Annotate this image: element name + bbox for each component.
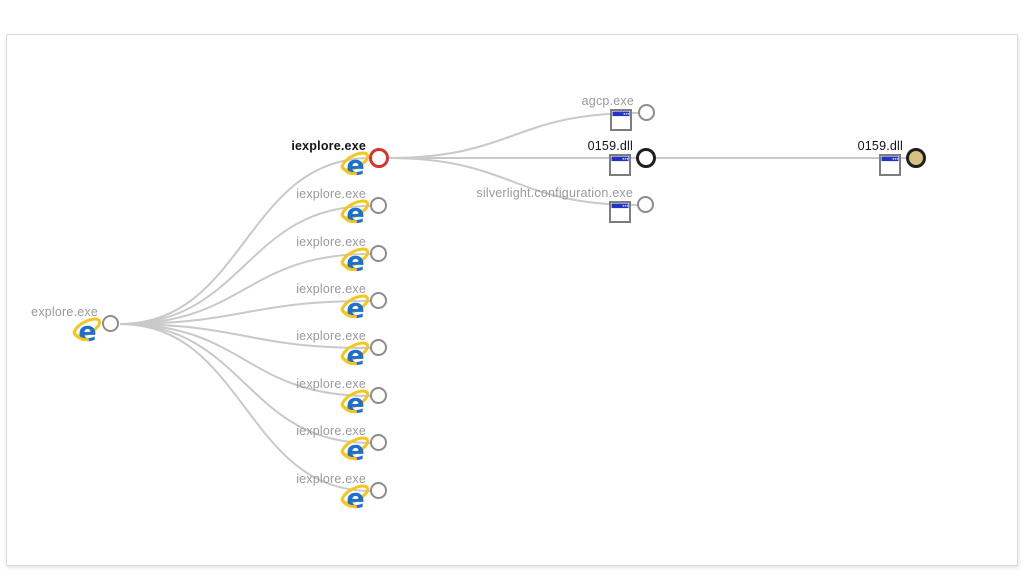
application-window-icon xyxy=(609,154,631,181)
process-node-child-1[interactable] xyxy=(369,148,389,168)
process-label-child-1: iexplore.exe xyxy=(291,139,366,153)
svg-text:e: e xyxy=(346,247,364,277)
process-node-silverlight[interactable] xyxy=(636,195,655,214)
application-window-icon xyxy=(609,201,631,228)
process-node-child-8[interactable] xyxy=(369,481,388,500)
process-label-child-6: iexplore.exe xyxy=(296,377,366,391)
process-node-child-3[interactable] xyxy=(369,244,388,263)
svg-text:e: e xyxy=(346,389,364,419)
application-window-icon xyxy=(879,154,901,181)
process-label-child-8: iexplore.exe xyxy=(296,472,366,486)
process-label-agcp: agcp.exe xyxy=(581,94,634,108)
svg-text:e: e xyxy=(346,341,364,371)
process-label-child-3: iexplore.exe xyxy=(296,235,366,249)
process-label-child-2: iexplore.exe xyxy=(296,187,366,201)
process-node-agcp[interactable] xyxy=(637,103,656,122)
svg-text:e: e xyxy=(346,436,364,466)
process-label-root: explore.exe xyxy=(31,305,98,319)
process-label-silverlight: silverlight.configuration.exe xyxy=(476,186,633,200)
svg-text:e: e xyxy=(346,294,364,324)
process-label-dll-1: 0159.dll xyxy=(587,139,633,153)
process-node-child-7[interactable] xyxy=(369,433,388,452)
process-label-dll-2: 0159.dll xyxy=(857,139,903,153)
internet-explorer-icon: e xyxy=(71,314,103,351)
process-node-child-2[interactable] xyxy=(369,196,388,215)
svg-text:e: e xyxy=(346,484,364,514)
process-label-child-7: iexplore.exe xyxy=(296,424,366,438)
svg-text:e: e xyxy=(346,199,364,229)
process-node-dll-2[interactable] xyxy=(906,148,926,168)
process-label-child-5: iexplore.exe xyxy=(296,329,366,343)
process-node-child-5[interactable] xyxy=(369,338,388,357)
process-node-root[interactable] xyxy=(101,314,120,333)
process-node-child-4[interactable] xyxy=(369,291,388,310)
svg-text:e: e xyxy=(346,151,364,181)
process-label-child-4: iexplore.exe xyxy=(296,282,366,296)
application-window-icon xyxy=(610,109,632,136)
process-node-child-6[interactable] xyxy=(369,386,388,405)
